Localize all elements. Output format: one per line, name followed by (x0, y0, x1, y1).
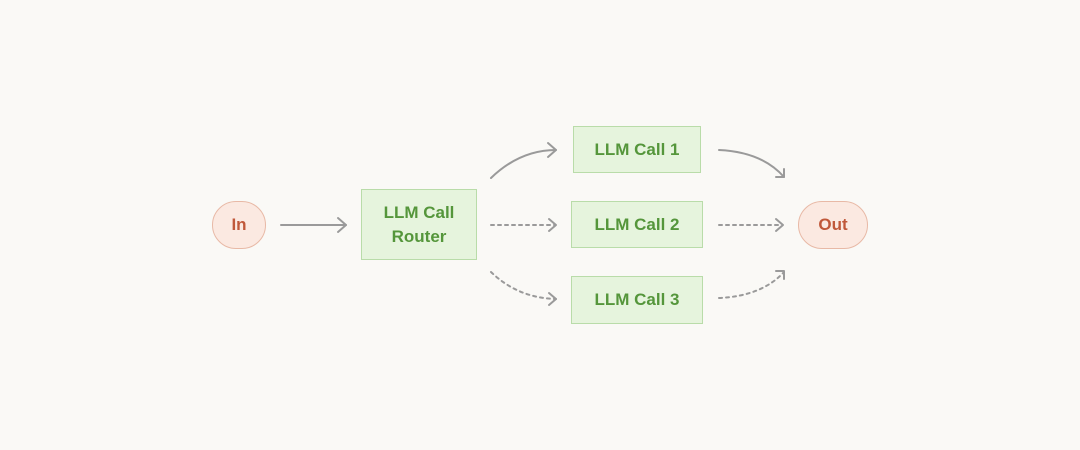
output-node-label: Out (818, 215, 848, 234)
llm-call-2-node: LLM Call 2 (571, 201, 703, 248)
input-node: In (212, 201, 266, 249)
arrow-in-to-router (280, 217, 347, 233)
router-node-label-line1: LLM Call (383, 202, 455, 222)
arrow-router-to-call2 (490, 218, 557, 232)
arrow-call2-to-out (718, 218, 784, 232)
llm-call-3-label: LLM Call 3 (594, 290, 680, 309)
router-node: LLM Call Router (361, 189, 477, 260)
llm-call-1-node: LLM Call 1 (573, 126, 701, 173)
llm-call-1-label: LLM Call 1 (594, 139, 680, 159)
input-node-label: In (231, 215, 247, 234)
arrow-router-to-call1 (490, 142, 557, 179)
llm-call-2-label: LLM Call 2 (594, 214, 680, 234)
output-node: Out (798, 201, 868, 249)
router-node-label-line2: Router (391, 226, 447, 246)
arrow-call3-to-out (718, 270, 785, 299)
arrow-call1-to-out (718, 149, 785, 178)
arrow-router-to-call3 (490, 271, 557, 306)
llm-call-3-node: LLM Call 3 (571, 276, 703, 324)
